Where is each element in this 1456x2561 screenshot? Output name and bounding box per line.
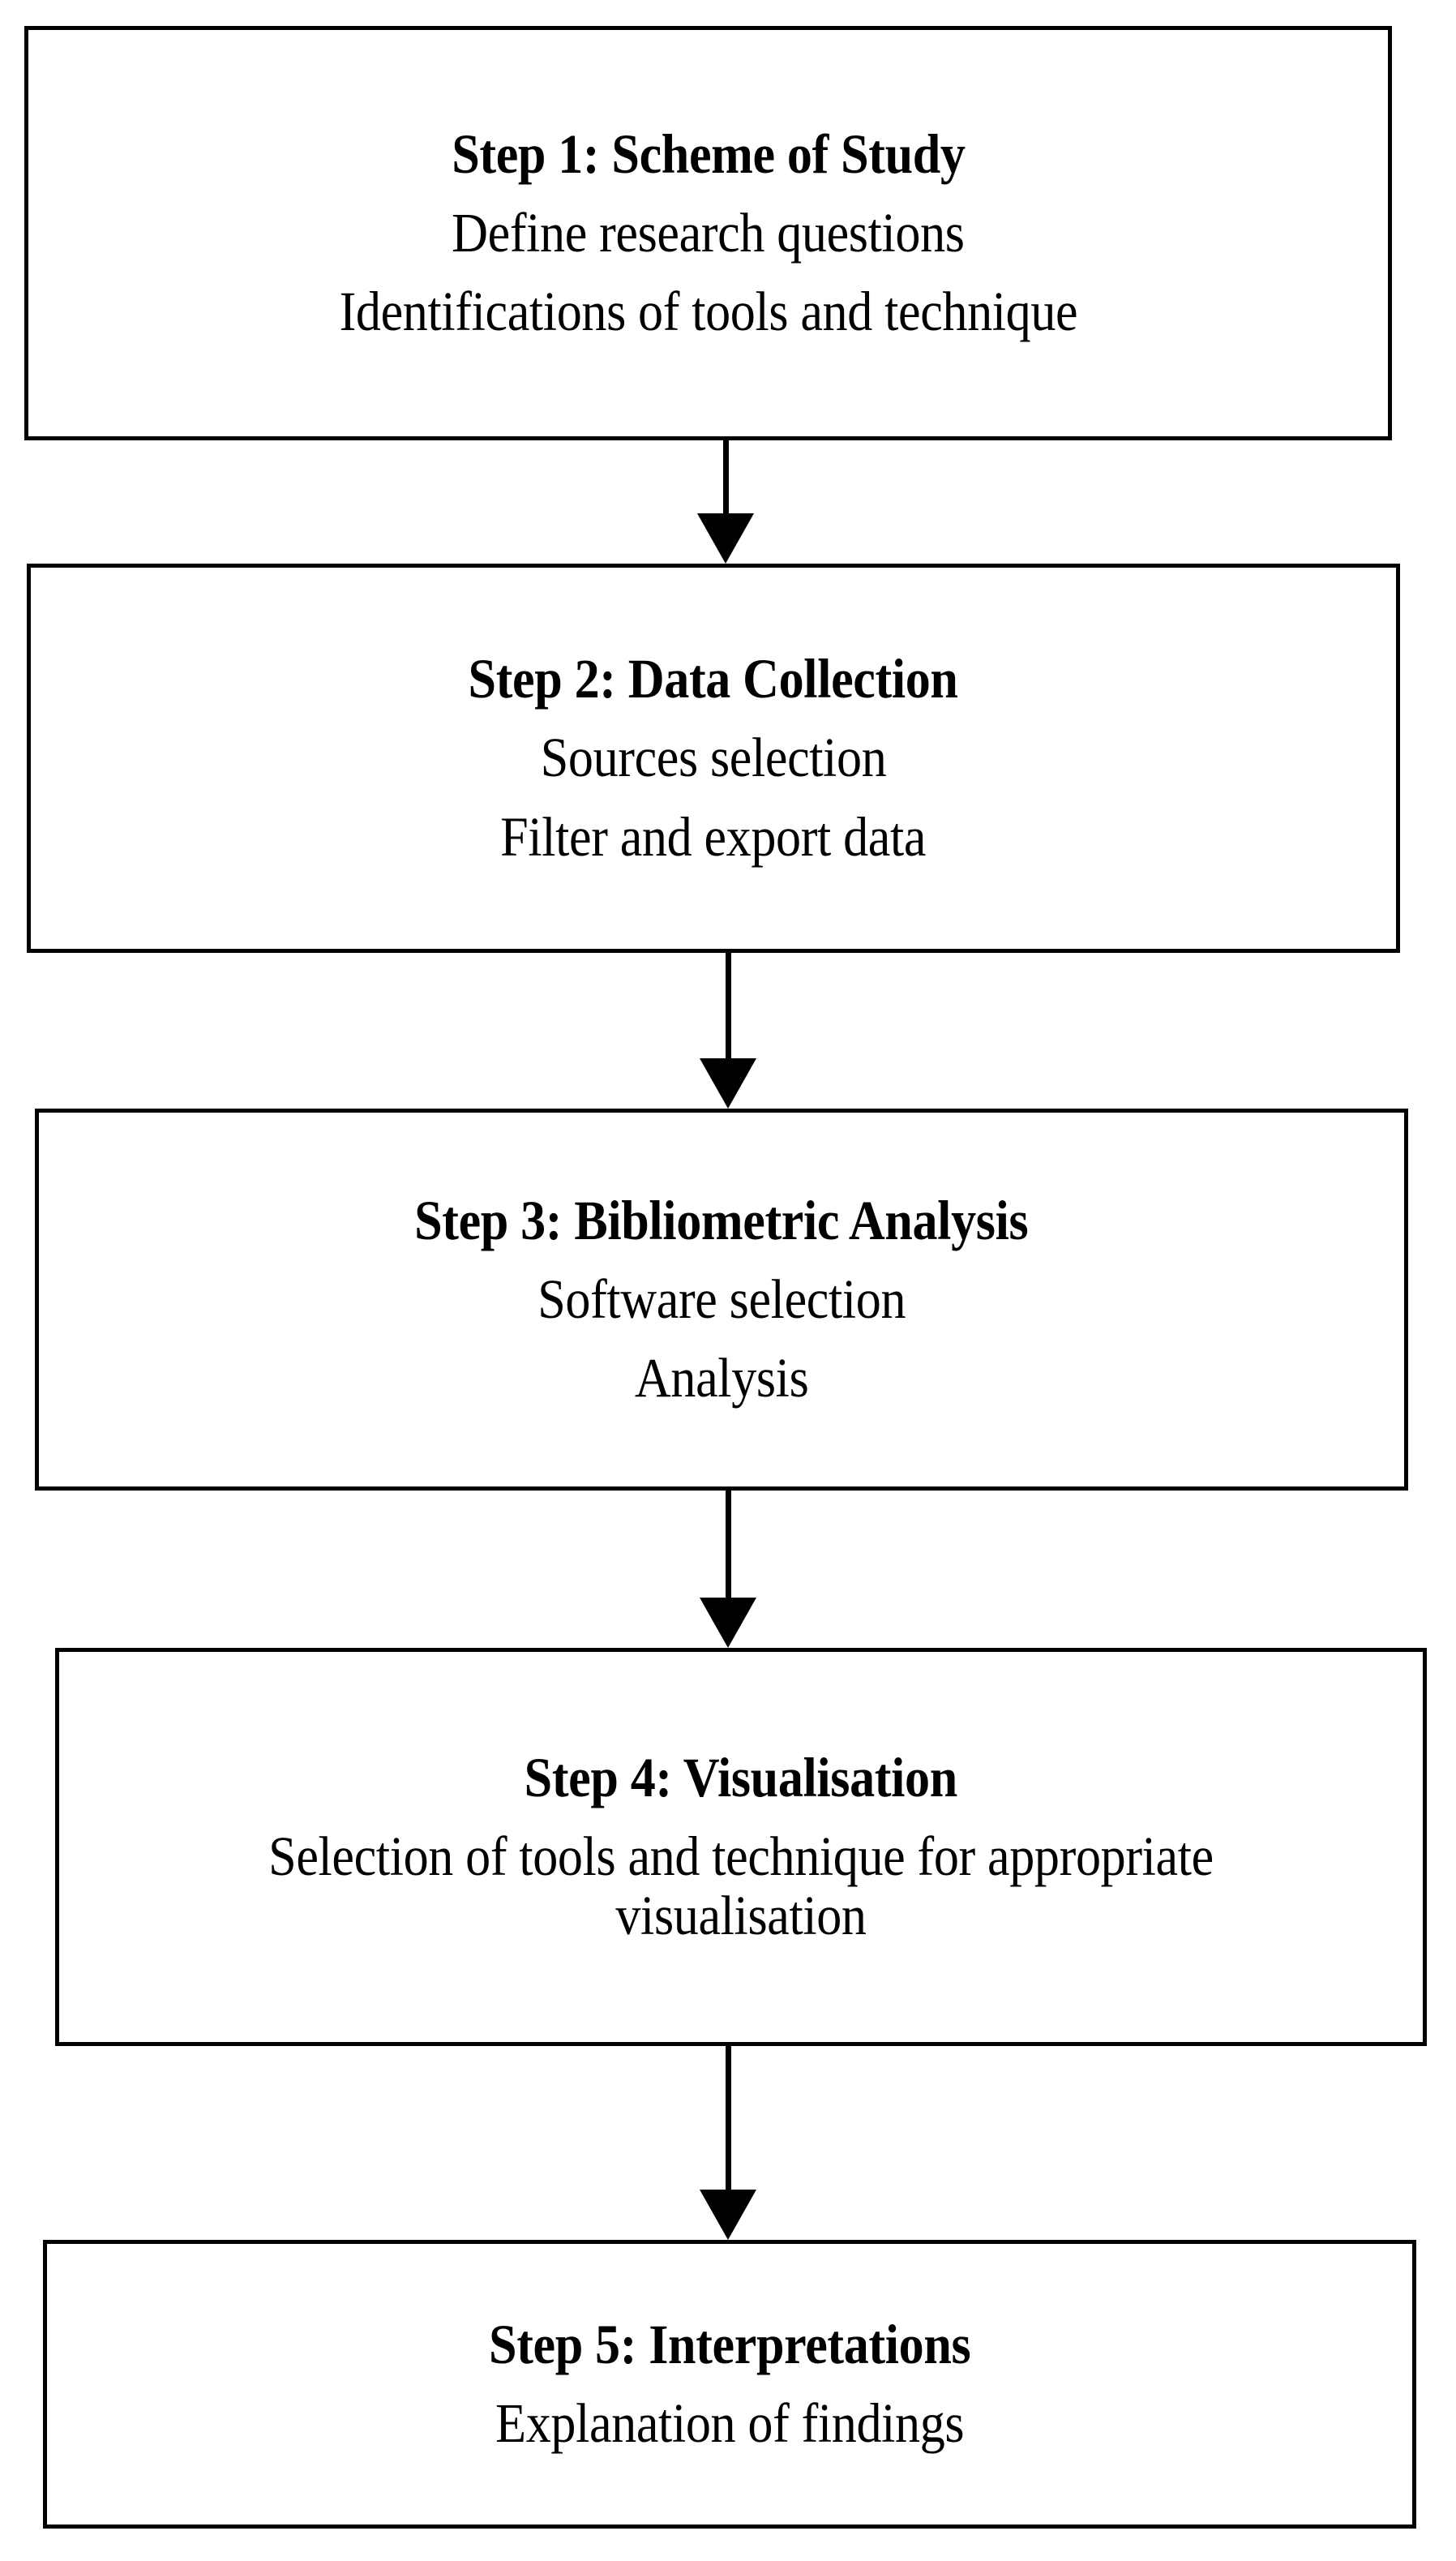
step-4-line-1: Selection of tools and technique for app… xyxy=(268,1825,1214,1947)
step-1-line-1: Define research questions xyxy=(452,201,965,264)
arrow-shaft xyxy=(725,2046,731,2190)
arrow-shaft xyxy=(725,1491,731,1598)
flow-box-step-2[interactable]: Step 2: Data Collection Sources selectio… xyxy=(27,564,1400,953)
step-1-text-stack: Step 1: Scheme of Study Define research … xyxy=(28,122,1388,343)
down-arrow-icon-step-2-to-step-3 xyxy=(700,953,756,1109)
flow-box-step-5[interactable]: Step 5: Interpretations Explanation of f… xyxy=(43,2240,1416,2529)
flow-box-step-3[interactable]: Step 3: Bibliometric Analysis Software s… xyxy=(35,1109,1408,1491)
down-arrow-icon-step-1-to-step-2 xyxy=(697,440,754,564)
arrow-head xyxy=(697,513,754,564)
step-5-line-1: Explanation of findings xyxy=(495,2392,965,2454)
step-2-text-stack: Step 2: Data Collection Sources selectio… xyxy=(31,648,1396,868)
down-arrow-icon-step-4-to-step-5 xyxy=(700,2046,756,2240)
step-3-text-stack: Step 3: Bibliometric Analysis Software s… xyxy=(39,1189,1404,1409)
step-3-title: Step 3: Bibliometric Analysis xyxy=(414,1189,1029,1251)
step-1-title: Step 1: Scheme of Study xyxy=(451,122,966,185)
step-5-text-stack: Step 5: Interpretations Explanation of f… xyxy=(47,2313,1412,2454)
down-arrow-icon-step-3-to-step-4 xyxy=(700,1491,756,1648)
step-1-line-2: Identifications of tools and technique xyxy=(339,281,1077,343)
flow-box-step-4[interactable]: Step 4: Visualisation Selection of tools… xyxy=(55,1648,1427,2046)
step-2-line-1: Sources selection xyxy=(540,727,887,789)
arrow-shaft xyxy=(722,440,729,513)
step-3-line-1: Software selection xyxy=(537,1268,906,1330)
flow-box-step-1[interactable]: Step 1: Scheme of Study Define research … xyxy=(24,26,1392,440)
arrow-head xyxy=(700,1598,756,1648)
arrow-head xyxy=(700,1058,756,1109)
arrow-shaft xyxy=(725,953,731,1058)
step-4-title: Step 4: Visualisation xyxy=(524,1746,958,1808)
step-3-line-2: Analysis xyxy=(634,1347,809,1409)
step-2-line-2: Filter and export data xyxy=(500,805,927,868)
step-2-title: Step 2: Data Collection xyxy=(468,648,959,710)
step-4-text-stack: Step 4: Visualisation Selection of tools… xyxy=(59,1748,1423,1945)
arrow-head xyxy=(700,2190,756,2240)
step-5-title: Step 5: Interpretations xyxy=(488,2313,971,2375)
